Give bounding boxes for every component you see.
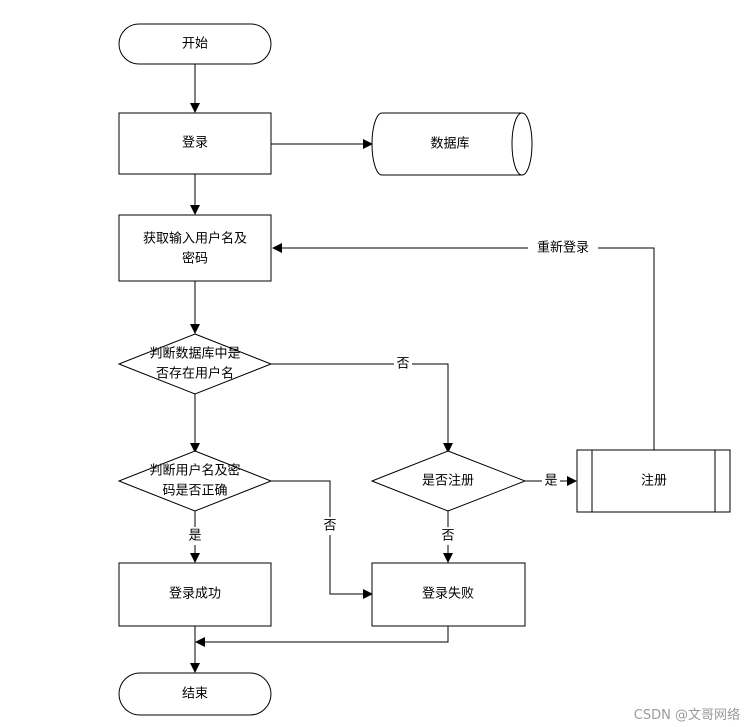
node-check-exists: 判断数据库中是 否存在用户名 [117, 333, 273, 395]
edge-exists-no [271, 363, 453, 453]
node-register-question: 是否注册 [370, 450, 527, 512]
node-register: 注册 [576, 449, 731, 513]
edge-label-exists-no: 否 [396, 357, 409, 372]
node-start: 开始 [118, 23, 272, 65]
node-check-password-label-1: 判断用户名及密 [149, 463, 240, 479]
node-get-input-label-1: 获取输入用户名及 [143, 231, 247, 247]
node-login-label: 登录 [182, 136, 208, 151]
edge-label-password-yes: 是 [188, 529, 201, 544]
node-register-label: 注册 [641, 474, 667, 489]
edge-password-no [271, 480, 373, 599]
edge-fail-end [203, 626, 449, 643]
node-login-success-label: 登录成功 [169, 587, 221, 602]
edge-label-relogin: 重新登录 [537, 240, 589, 256]
node-end-label: 结束 [182, 687, 208, 702]
node-check-password: 判断用户名及密 码是否正确 [117, 450, 273, 512]
node-get-input: 获取输入用户名及 密码 [118, 214, 272, 282]
node-end: 结束 [118, 672, 272, 716]
watermark: CSDN @文哥网络 [633, 708, 740, 723]
node-login-fail-label: 登录失败 [422, 587, 474, 602]
edge-fail-end-arrowhead [195, 637, 205, 647]
node-check-exists-label-2: 否存在用户名 [156, 366, 234, 382]
node-check-password-label-2: 码是否正确 [162, 484, 227, 499]
node-login-fail: 登录失败 [371, 562, 526, 627]
edge-label-password-no: 否 [323, 519, 336, 534]
node-database-label: 数据库 [430, 136, 469, 152]
edge-relogin [272, 243, 655, 450]
node-get-input-label-2: 密码 [182, 251, 208, 267]
node-login: 登录 [118, 112, 272, 175]
edge-label-register-yes: 是 [544, 474, 557, 489]
edge-labels: 重新登录 否 否 是 是 否 [186, 239, 598, 545]
node-login-success: 登录成功 [118, 562, 272, 627]
node-database: 数据库 [371, 112, 533, 176]
edges [190, 64, 655, 673]
node-check-exists-label-1: 判断数据库中是 [149, 346, 240, 362]
node-register-question-label: 是否注册 [422, 474, 474, 489]
edge-label-register-no: 否 [441, 529, 454, 544]
node-start-label: 开始 [182, 37, 208, 52]
